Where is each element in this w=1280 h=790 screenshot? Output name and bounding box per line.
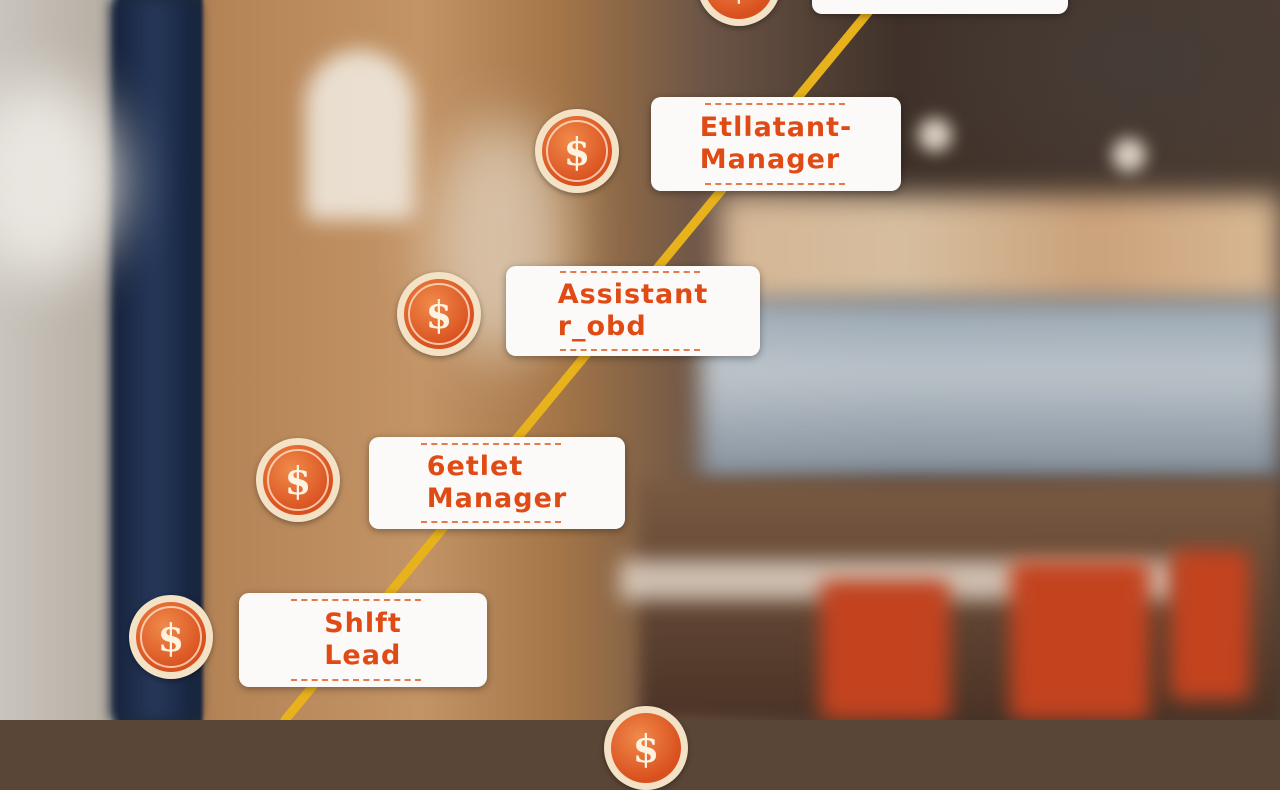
background-chair xyxy=(1010,560,1150,720)
decorative-dashed-line xyxy=(560,349,700,351)
dollar-coin-icon: $ xyxy=(535,109,619,193)
decorative-dashed-line xyxy=(291,599,421,601)
step-label: Shlft Lead xyxy=(324,608,402,671)
step-card-manager: 6etlet Manager xyxy=(369,437,625,529)
step-card-partial xyxy=(812,0,1068,14)
dollar-coin-icon: $ xyxy=(256,438,340,522)
ceiling-light xyxy=(1112,138,1146,172)
step-label: 6etlet Manager xyxy=(426,451,568,514)
step-card-etllatant-manager: Etllatant- Manager xyxy=(651,97,901,191)
decorative-dashed-line xyxy=(560,271,700,273)
step-card-shift-lead: Shlft Lead xyxy=(239,593,487,687)
decorative-dashed-line xyxy=(705,183,845,185)
decorative-dashed-line xyxy=(421,443,561,445)
background-chair xyxy=(1170,550,1250,700)
decorative-dashed-line xyxy=(291,679,421,681)
background-window xyxy=(700,300,1280,480)
step-label: Assistant r_obd xyxy=(557,279,709,342)
dollar-coin-icon: $ xyxy=(604,706,688,790)
dollar-coin-icon: $ xyxy=(129,595,213,679)
dollar-coin-icon: $ xyxy=(397,272,481,356)
background-restaurant xyxy=(0,0,1280,720)
decorative-dashed-line xyxy=(421,521,561,523)
background-lamp xyxy=(305,50,415,220)
decorative-dashed-line xyxy=(705,103,845,105)
step-card-assistant: Assistant r_obd xyxy=(506,266,760,356)
background-menu-board xyxy=(720,195,1280,305)
background-chair xyxy=(820,580,950,720)
step-label: Etllatant- Manager xyxy=(699,112,853,175)
ceiling-light xyxy=(918,118,952,152)
